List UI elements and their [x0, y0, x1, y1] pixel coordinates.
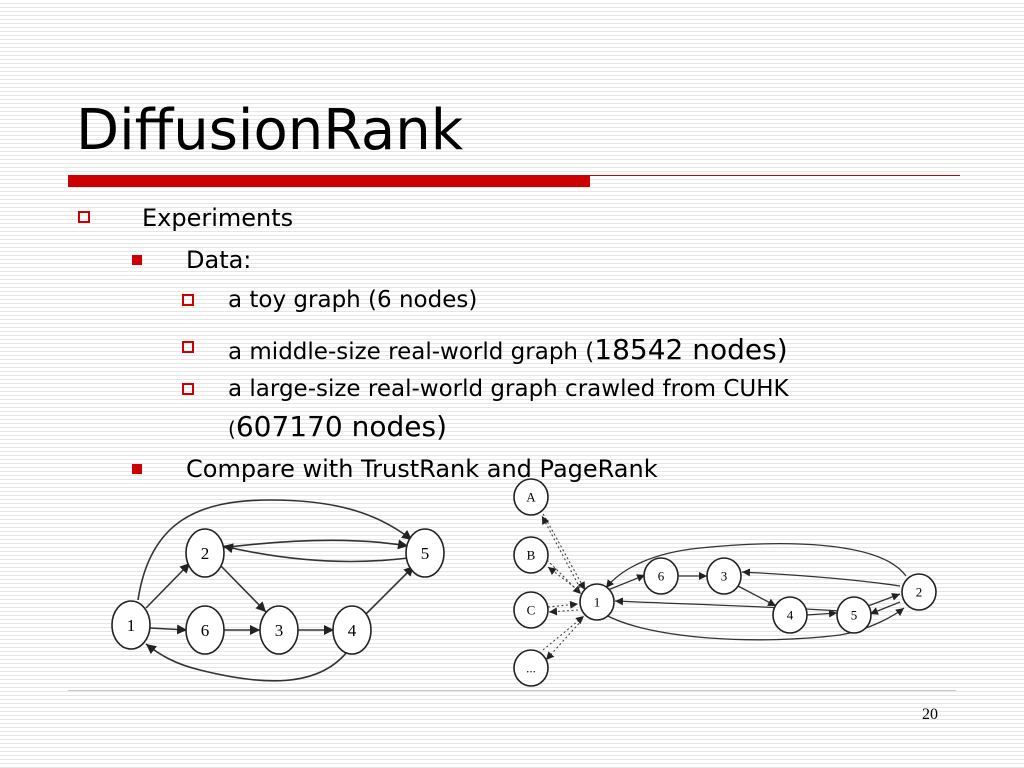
web-node-label: 2: [916, 585, 923, 600]
filled-square-bullet-icon: [132, 255, 142, 265]
toy-node-1: 1: [111, 600, 151, 650]
toy-node-6: 6: [185, 605, 225, 655]
edge-4-5: [365, 565, 415, 615]
bullet-toy-graph: a toy graph (6 nodes): [228, 287, 478, 313]
edge-2-1-right: [605, 543, 907, 589]
edge-5-2: [222, 543, 409, 563]
edge-C-1: [547, 600, 579, 609]
large-graph-paren: (: [228, 417, 236, 441]
large-graph-count: 607170 nodes): [235, 410, 447, 443]
toy-node-label: 2: [201, 544, 210, 563]
page-number: 20: [922, 706, 938, 723]
title-underline-thick: [68, 175, 590, 187]
edge-2-3-right: [741, 568, 901, 587]
edge-1-2: [145, 562, 191, 609]
title-underline-thin: [590, 175, 960, 176]
edge-dots-1: [542, 615, 585, 651]
edge-4-1: [145, 643, 351, 682]
slide-title: DiffusionRank: [76, 98, 464, 163]
edge-B-1: [546, 559, 582, 595]
edge-2-3: [219, 564, 267, 613]
toy-node-2: 2: [185, 528, 225, 578]
edge-1-6: [149, 624, 188, 635]
middle-graph-count: 18542 nodes): [594, 333, 788, 366]
edge-1-B: [547, 566, 579, 591]
web-node-more: ...: [513, 649, 549, 687]
web-node-3: 3: [706, 557, 742, 595]
toy-node-5: 5: [405, 528, 445, 578]
hollow-square-bullet-icon: [182, 294, 194, 306]
footer-divider: [68, 690, 956, 691]
hollow-square-bullet-icon: [182, 341, 194, 353]
web-node-label: B: [527, 548, 536, 563]
filled-square-bullet-icon: [132, 464, 142, 474]
edge-1-A: [541, 515, 581, 589]
web-node-label: 5: [851, 608, 858, 623]
web-node-4: 4: [772, 596, 808, 634]
edge-5-2-right: [867, 593, 901, 607]
web-node-6: 6: [643, 557, 679, 595]
web-node-label: 6: [658, 569, 665, 584]
hollow-square-bullet-icon: [182, 383, 194, 395]
toy-node-4: 4: [332, 605, 372, 655]
web-node-label: A: [526, 490, 536, 505]
web-node-label: 4: [787, 608, 794, 623]
web-node-label: 1: [594, 595, 601, 610]
edge-2-5: [220, 539, 409, 550]
web-node-2: 2: [901, 573, 937, 611]
toy-node-label: 4: [348, 621, 357, 640]
web-node-label: C: [527, 603, 536, 618]
edge-4-5-right: [805, 609, 838, 618]
toy-node-label: 5: [421, 544, 430, 563]
hollow-square-bullet-icon: [78, 211, 90, 223]
bullet-experiments: Experiments: [142, 204, 294, 232]
edge-1-dots: [545, 619, 583, 661]
toy-node-label: 6: [201, 621, 210, 640]
bullet-compare: Compare with TrustRank and PageRank: [186, 455, 658, 483]
web-node-B: B: [513, 536, 549, 574]
web-node-label: 3: [721, 569, 728, 584]
bullet-large-graph-count: (607170 nodes): [228, 410, 447, 443]
toy-node-label: 1: [127, 616, 136, 635]
toy-node-3: 3: [259, 605, 299, 655]
web-node-5: 5: [836, 596, 872, 634]
bullet-large-graph: a large-size real-world graph crawled fr…: [228, 376, 789, 402]
web-node-1: 1: [579, 583, 615, 621]
bullet-data: Data:: [186, 246, 252, 274]
toy-node-label: 3: [275, 621, 284, 640]
web-node-label: ...: [526, 661, 536, 676]
web-node-A: A: [513, 478, 549, 516]
edge-1-6-right: [607, 574, 646, 591]
edge-3-4-right: [737, 585, 777, 607]
edge-5-1-right: [614, 597, 841, 612]
edge-1-2-right: [603, 607, 905, 641]
middle-graph-text: a middle-size real-world graph (: [228, 339, 595, 365]
edge-1-5: [137, 499, 413, 601]
edge-1-C: [548, 607, 579, 616]
bullet-middle-graph: a middle-size real-world graph (18542 no…: [228, 333, 788, 366]
edge-2-5-right: [869, 601, 901, 615]
web-node-C: C: [513, 591, 549, 629]
